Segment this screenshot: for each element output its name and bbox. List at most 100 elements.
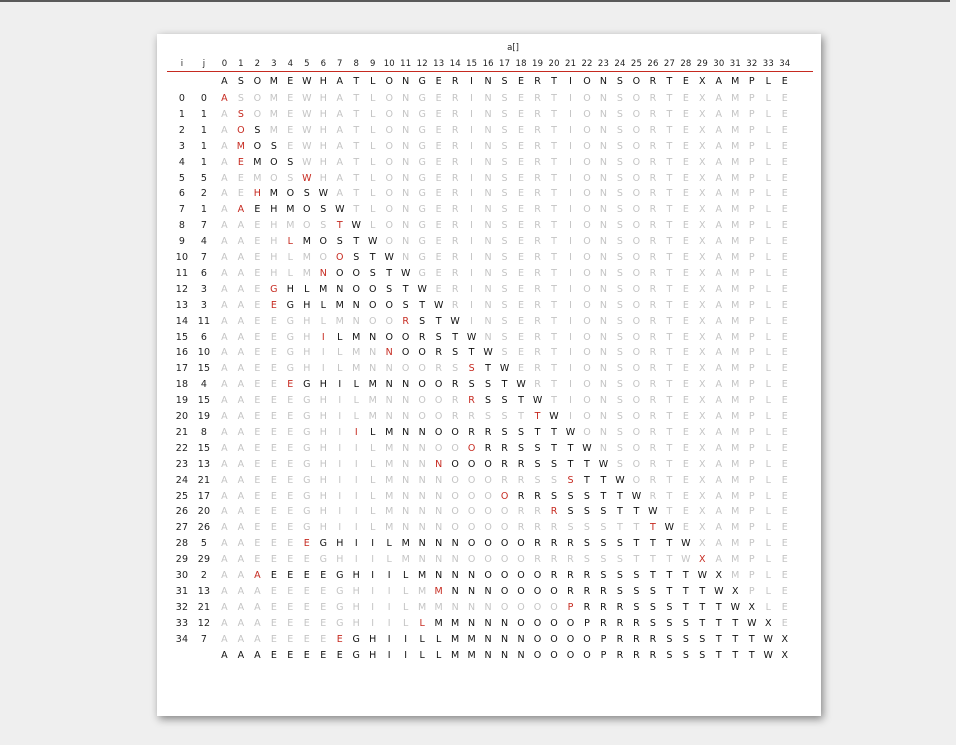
trace-cell: I bbox=[470, 172, 474, 184]
trace-cell: O bbox=[484, 522, 493, 534]
trace-cell: N bbox=[599, 442, 608, 454]
trace-cell: M bbox=[731, 426, 740, 438]
trace-cell: E bbox=[270, 585, 278, 597]
trace-cell: N bbox=[385, 411, 393, 422]
shifted-cell: O bbox=[368, 299, 377, 311]
trace-cell: A bbox=[221, 236, 228, 248]
shifted-cell: S bbox=[353, 252, 360, 263]
trace-cell: O bbox=[583, 347, 591, 359]
trace-cell: X bbox=[699, 93, 706, 104]
trace-cell: I bbox=[569, 331, 573, 343]
trace-cell: P bbox=[748, 506, 755, 518]
trace-cell: H bbox=[303, 315, 311, 327]
trace-cell: A bbox=[715, 474, 723, 486]
shifted-cell: S bbox=[369, 267, 376, 279]
shifted-cell: X bbox=[764, 617, 772, 629]
trace-cell: I bbox=[371, 617, 375, 629]
trace-cell: P bbox=[748, 426, 755, 438]
trace-cell: N bbox=[484, 220, 492, 232]
shifted-cell: P bbox=[600, 633, 607, 645]
trace-cell: M bbox=[385, 522, 394, 534]
trace-cell: M bbox=[731, 267, 740, 279]
shifted-cell: S bbox=[485, 395, 492, 407]
trace-cell: N bbox=[484, 124, 492, 136]
trace-cell: L bbox=[765, 538, 772, 550]
moved-cell: T bbox=[649, 522, 656, 534]
final-cell: P bbox=[600, 649, 607, 661]
trace-cell: E bbox=[682, 267, 690, 279]
i-value: 32 bbox=[175, 601, 189, 613]
trace-cell: A bbox=[221, 315, 228, 327]
trace-cell: O bbox=[632, 395, 641, 407]
shifted-cell: S bbox=[600, 570, 607, 581]
shifted-cell: T bbox=[353, 236, 360, 248]
shifted-cell: L bbox=[435, 633, 442, 645]
trace-cell: P bbox=[748, 538, 755, 550]
trace-cell: X bbox=[699, 315, 706, 327]
shifted-cell: O bbox=[253, 140, 262, 152]
trace-cell: M bbox=[731, 490, 740, 502]
shifted-cell: S bbox=[435, 331, 442, 343]
trace-cell: E bbox=[435, 172, 442, 184]
trace-cell: L bbox=[765, 585, 772, 597]
trace-cell: R bbox=[534, 156, 542, 168]
index-header-17: 17 bbox=[499, 59, 511, 69]
j-value: 5 bbox=[200, 538, 208, 550]
trace-cell: L bbox=[765, 93, 772, 104]
trace-cell: E bbox=[303, 601, 310, 613]
trace-cell: O bbox=[632, 458, 641, 470]
trace-cell: N bbox=[402, 490, 410, 502]
shifted-cell: W bbox=[368, 236, 378, 248]
trace-cell: M bbox=[385, 490, 394, 502]
trace-cell: N bbox=[402, 204, 410, 216]
trace-cell: E bbox=[781, 156, 788, 168]
trace-cell: E bbox=[781, 236, 788, 248]
trace-cell: E bbox=[781, 411, 788, 422]
trace-cell: M bbox=[731, 347, 740, 359]
shifted-cell: R bbox=[484, 442, 492, 454]
trace-cell: R bbox=[451, 236, 459, 248]
shifted-cell: M bbox=[269, 188, 279, 200]
trace-cell: S bbox=[616, 315, 624, 327]
trace-cell: P bbox=[748, 156, 755, 168]
trace-cell: T bbox=[666, 252, 673, 263]
trace-cell: H bbox=[319, 140, 328, 152]
trace-cell: M bbox=[731, 140, 740, 152]
i-value: 3 bbox=[178, 140, 186, 152]
final-cell: E bbox=[287, 649, 294, 661]
trace-cell: R bbox=[451, 156, 459, 168]
trace-cell: A bbox=[254, 617, 261, 629]
trace-cell: E bbox=[682, 188, 690, 200]
shifted-cell: N bbox=[451, 570, 459, 581]
j-value: 13 bbox=[197, 585, 211, 597]
trace-cell: A bbox=[715, 236, 723, 248]
shifted-cell: O bbox=[451, 426, 460, 438]
shifted-cell: H bbox=[352, 570, 360, 581]
trace-cell: X bbox=[699, 188, 706, 200]
trace-cell: O bbox=[253, 93, 262, 104]
shifted-cell: T bbox=[567, 458, 574, 470]
trace-cell: T bbox=[666, 331, 673, 343]
trace-cell: T bbox=[666, 156, 673, 168]
trace-cell: M bbox=[335, 315, 345, 327]
trace-cell: O bbox=[632, 93, 641, 104]
trace-cell: N bbox=[599, 426, 608, 438]
trace-cell: G bbox=[336, 601, 344, 613]
trace-cell: E bbox=[682, 252, 690, 263]
trace-cell: E bbox=[254, 299, 261, 311]
trace-cell: E bbox=[682, 426, 690, 438]
trace-cell: S bbox=[501, 331, 508, 343]
trace-cell: M bbox=[731, 124, 740, 136]
trace-cell: A bbox=[237, 617, 245, 629]
i-value: 25 bbox=[175, 490, 189, 502]
final-cell: O bbox=[550, 649, 558, 661]
trace-cell: L bbox=[370, 474, 376, 486]
trace-cell: L bbox=[370, 506, 376, 518]
shifted-cell: S bbox=[336, 236, 343, 248]
trace-cell: E bbox=[270, 522, 278, 534]
trace-cell: A bbox=[237, 315, 245, 327]
i-value: 21 bbox=[175, 426, 189, 438]
trace-cell: N bbox=[402, 140, 410, 152]
trace-cell: A bbox=[221, 204, 228, 216]
